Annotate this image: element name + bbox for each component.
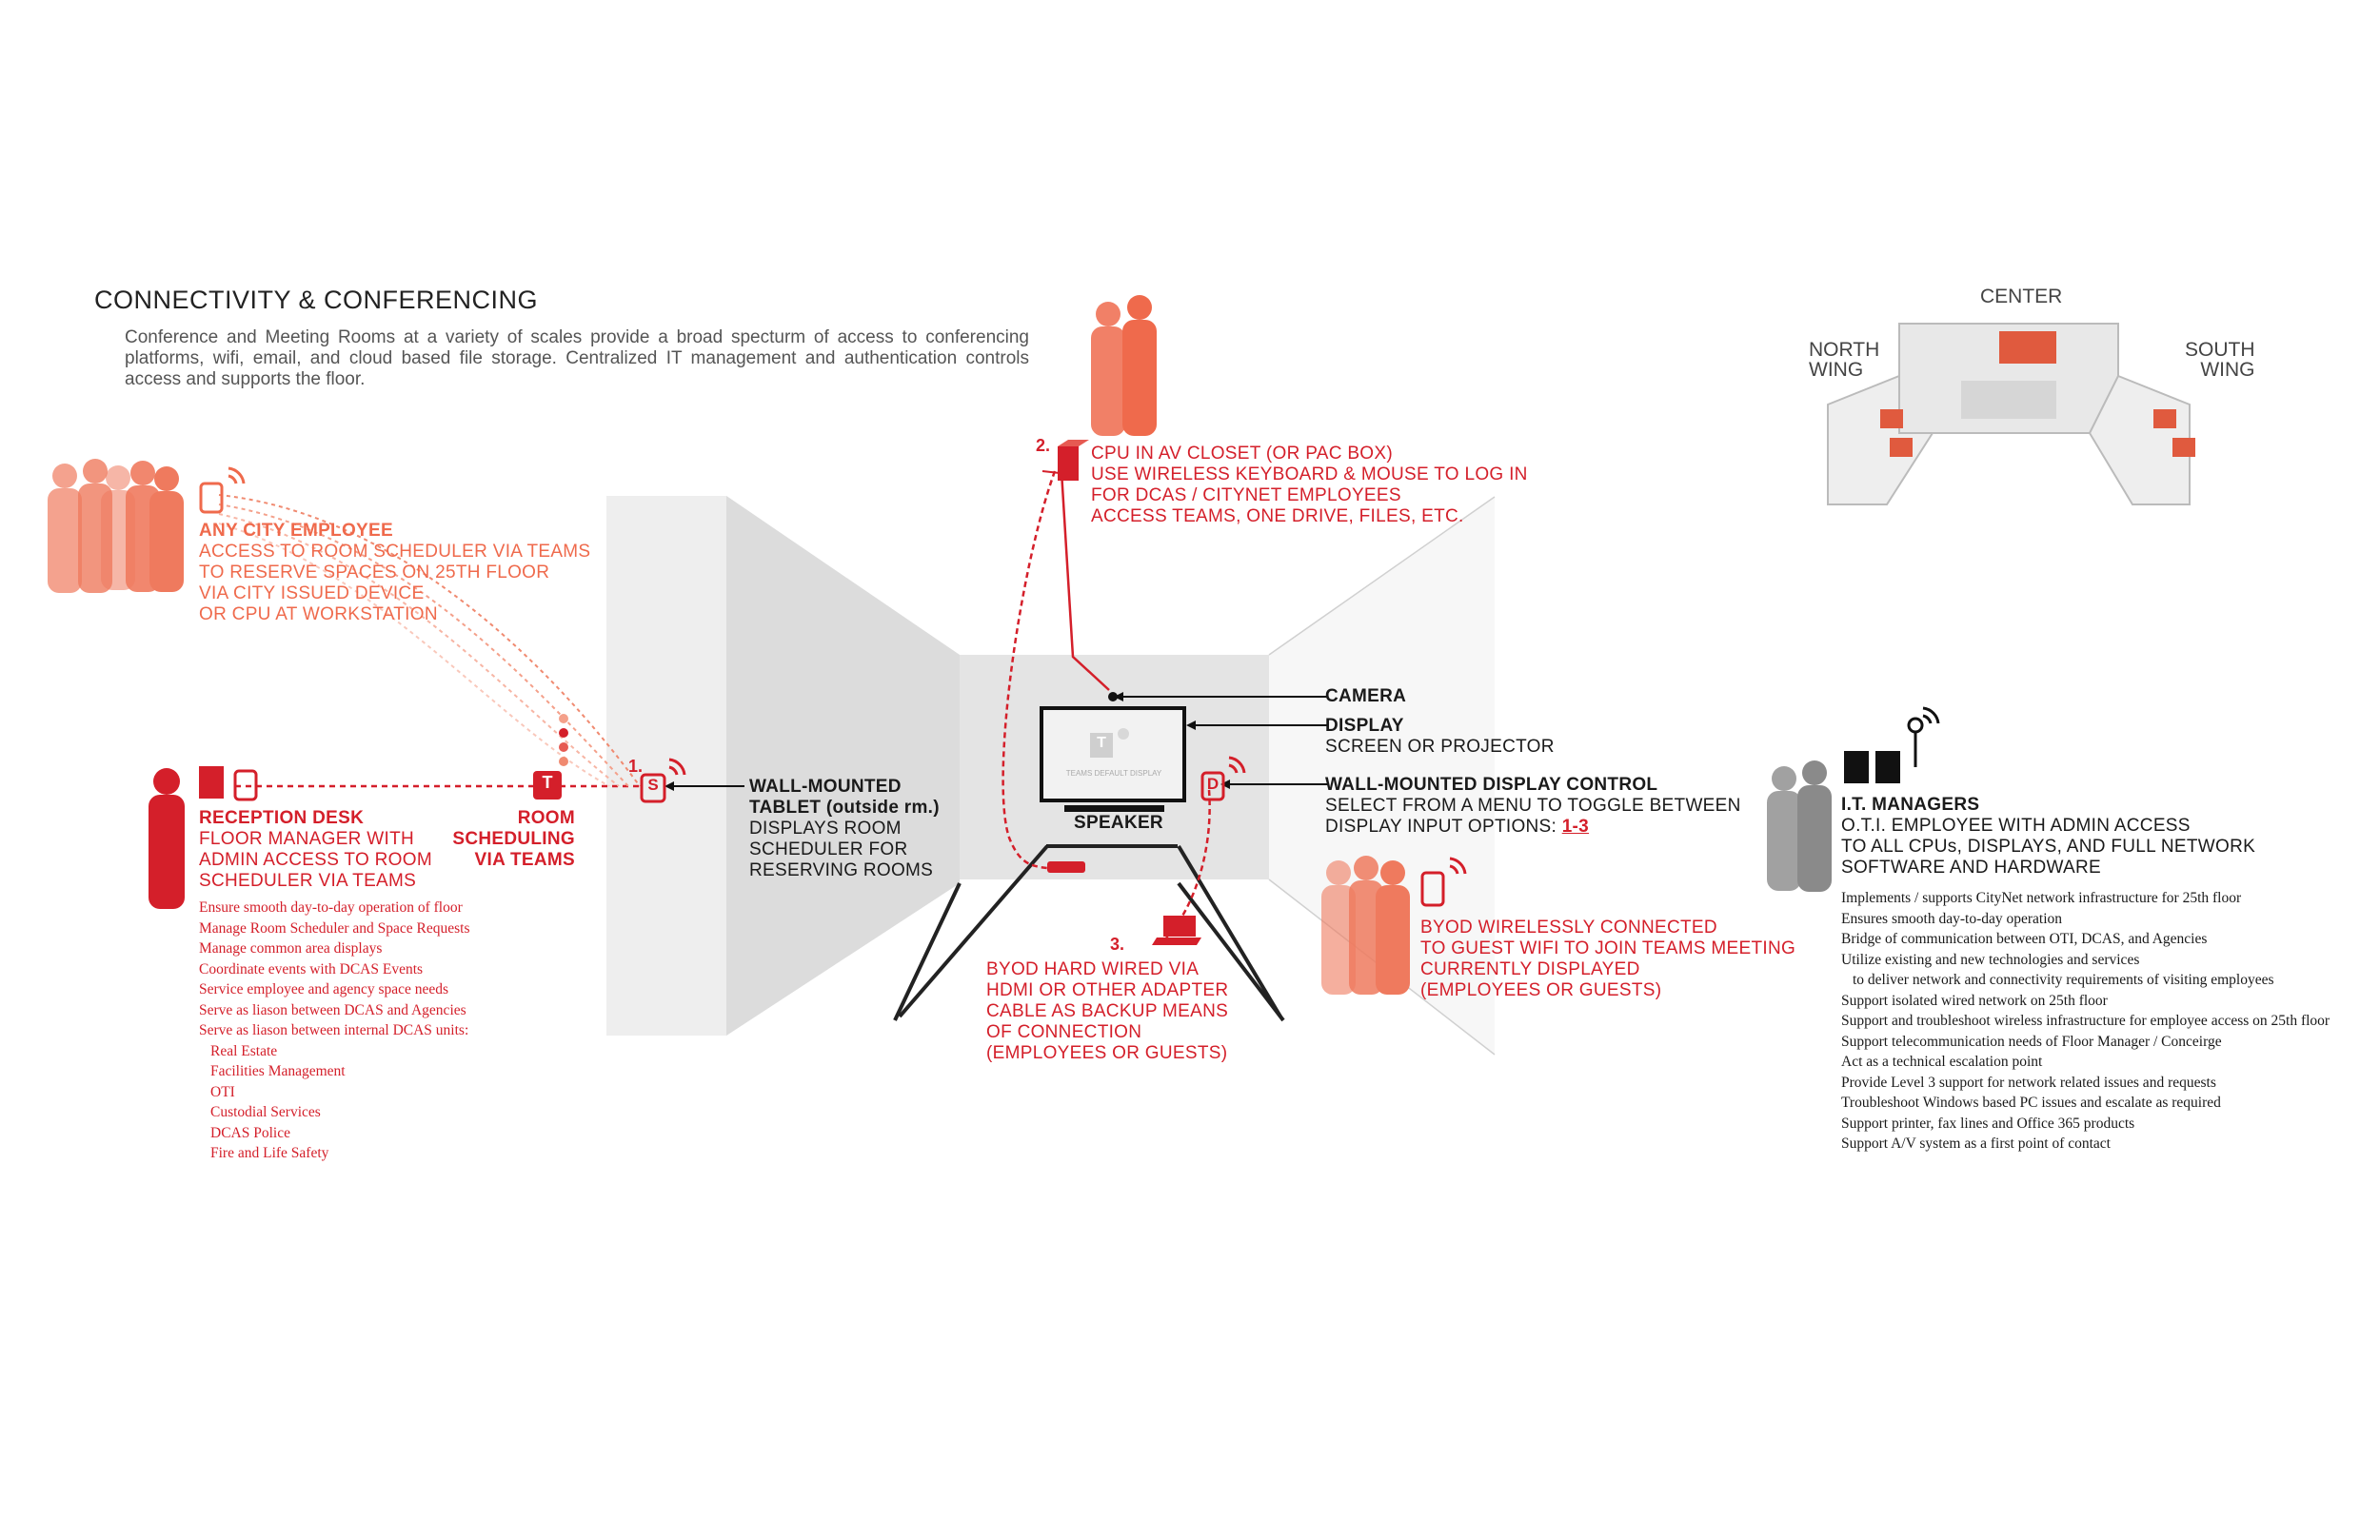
list-item: Ensures smooth day-to-day operation <box>1841 910 2063 927</box>
list-item: Support A/V system as a first point of c… <box>1841 1135 2111 1152</box>
cpu-number: 2. <box>1036 436 1051 455</box>
list-item: Support isolated wired network on 25th f… <box>1841 992 2108 1009</box>
speaker-bar <box>1064 805 1164 812</box>
list-item: Support printer, fax lines and Office 36… <box>1841 1115 2135 1132</box>
cpu-to-hdmi-line <box>1002 470 1057 870</box>
connections <box>218 470 1328 938</box>
list-item: Troubleshoot Windows based PC issues and… <box>1841 1095 2221 1111</box>
list-item: OTI <box>210 1083 235 1100</box>
it-cpu-icon-2 <box>1875 751 1900 783</box>
list-item: Serve as liason between internal DCAS un… <box>199 1022 469 1038</box>
table-left-edge <box>898 844 1049 1018</box>
wifi-icons <box>228 466 1940 875</box>
list-item: Support and troubleshoot wireless infras… <box>1841 1013 2330 1029</box>
byod-phone-icon <box>1420 871 1445 907</box>
tablet-label: WALL-MOUNTED TABLET (outside rm.) DISPLA… <box>749 777 940 880</box>
tablet-icon <box>640 773 666 803</box>
list-item: Act as a technical escalation point <box>1841 1054 2043 1070</box>
tablet-number: 1. <box>628 757 644 776</box>
screen-logo: T <box>1097 735 1106 751</box>
reception-tablet-icon <box>233 769 258 801</box>
list-item: DCAS Police <box>210 1124 290 1141</box>
employee-phone-icon <box>199 482 224 514</box>
reception-person <box>149 768 185 909</box>
list-item: Ensure smooth day-to-day operation of fl… <box>199 899 463 916</box>
teams-icon <box>533 771 562 800</box>
teams-icon-letter: T <box>542 773 553 792</box>
camera-dot <box>1108 692 1118 701</box>
cpu-to-camera-line <box>1060 470 1110 691</box>
list-item: Provide Level 3 support for network rela… <box>1841 1074 2216 1091</box>
guest-group <box>1321 856 1410 995</box>
intro-paragraph: Conference and Meeting Rooms at a variet… <box>125 327 1029 389</box>
camera-label: CAMERA <box>1325 686 1407 706</box>
display-control-icon-letter: D <box>1206 775 1220 793</box>
list-item: Facilities Management <box>210 1063 346 1079</box>
floorplan-thumbnail <box>1827 323 2195 505</box>
display-control-label: WALL-MOUNTED DISPLAY CONTROL SELECT FROM… <box>1325 775 1741 837</box>
cpu-label: CPU IN AV CLOSET (OR PAC BOX) USE WIRELE… <box>1091 444 1528 526</box>
any-employee-label: ANY CITY EMPLOYEE ACCESS TO ROOM SCHEDUL… <box>199 521 591 624</box>
floorplan-center-label: CENTER <box>1980 286 2063 307</box>
reception-cpu-icon <box>199 766 224 799</box>
presenter-pair <box>1091 295 1157 436</box>
it-managers-label: I.T. MANAGERS O.T.I. EMPLOYEE WITH ADMIN… <box>1841 795 2256 878</box>
list-item: to deliver network and connectivity requ… <box>1853 972 2274 988</box>
reception-duties-list: Ensure smooth day-to-day operation of fl… <box>199 898 470 1164</box>
byod-wired-label: BYOD HARD WIRED VIA HDMI OR OTHER ADAPTE… <box>986 959 1229 1063</box>
list-item: Utilize existing and new technologies an… <box>1841 951 2140 968</box>
list-item: Manage Room Scheduler and Space Requests <box>199 919 470 937</box>
cpu-tower-icon <box>1058 446 1079 481</box>
list-item: Custodial Services <box>210 1104 321 1120</box>
list-item: Service employee and agency space needs <box>199 981 449 997</box>
list-item: Fire and Life Safety <box>210 1145 329 1161</box>
room-scheduling-label: ROOM SCHEDULING VIA TEAMS <box>452 808 575 870</box>
list-item: Bridge of communication between OTI, DCA… <box>1841 931 2208 947</box>
display-label: DISPLAY SCREEN OR PROJECTOR <box>1325 716 1555 757</box>
list-item: Support telecommunication needs of Floor… <box>1841 1033 2222 1050</box>
screen-text: TEAMS DEFAULT DISPLAY <box>1065 769 1162 778</box>
it-cpu-icon-1 <box>1844 751 1869 783</box>
list-item: Coordinate events with DCAS Events <box>199 960 424 977</box>
byod-wired-number: 3. <box>1110 935 1125 954</box>
display-control-icon <box>1200 771 1225 801</box>
hdmi-adapter-icon <box>1047 861 1085 873</box>
display-screen <box>1040 692 1186 812</box>
table-right-edge <box>1177 844 1282 1018</box>
people-silhouettes <box>48 295 1832 995</box>
list-item: Real Estate <box>210 1042 278 1059</box>
list-item: Serve as liason between DCAS and Agencie… <box>199 1001 466 1018</box>
page-title: CONNECTIVITY & CONFERENCING <box>94 286 539 314</box>
laptop-icon <box>1163 916 1196 937</box>
list-item: Implements / supports CityNet network in… <box>1841 890 2242 906</box>
key-icon <box>1907 717 1924 734</box>
byod-wireless-label: BYOD WIRELESSLY CONNECTED TO GUEST WIFI … <box>1420 918 1796 1000</box>
list-item: Manage common area displays <box>199 940 383 957</box>
reception-label: RECEPTION DESK FLOOR MANAGER WITH ADMIN … <box>199 808 432 891</box>
it-manager-pair <box>1767 760 1832 892</box>
tablet-icon-letter: S <box>647 776 659 794</box>
it-duties-list: Implements / supports CityNet network in… <box>1841 888 2330 1155</box>
device-icons <box>199 440 1924 945</box>
speaker-label: SPEAKER <box>1074 813 1163 833</box>
employee-group <box>48 459 184 593</box>
